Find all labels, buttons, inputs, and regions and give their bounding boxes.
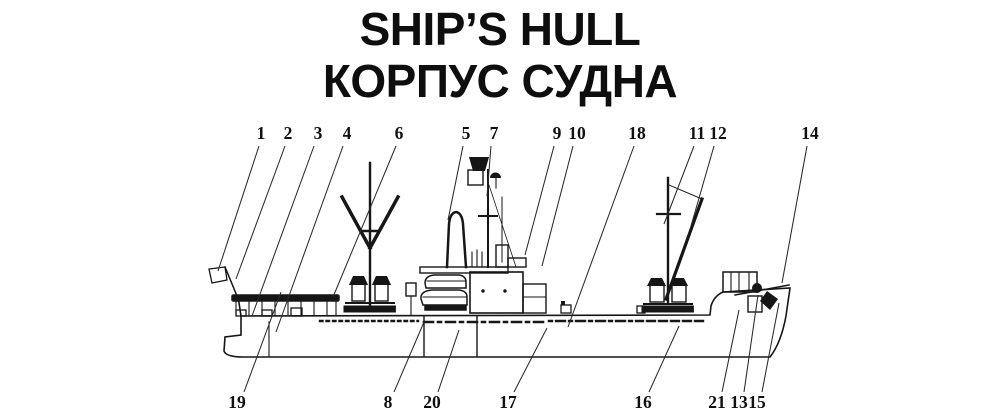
main-mast-assembly <box>467 157 517 268</box>
leader-line-14 <box>781 145 808 284</box>
hull-outline <box>223 287 791 358</box>
jackstaff-spar <box>734 284 790 296</box>
aft-derrick-boom-left <box>339 194 373 251</box>
fore-winch-cap-left <box>647 278 666 286</box>
radar-antenna-dome <box>490 172 501 178</box>
leader-line-7 <box>486 145 492 197</box>
leader-line-19 <box>243 291 282 393</box>
aft-winch-pedestal-right <box>374 283 389 302</box>
leader-line-20 <box>437 329 460 393</box>
poop-deckhouse-2 <box>261 309 273 317</box>
leader-line-9 <box>524 145 555 256</box>
callout-number-16: 16 <box>634 392 652 412</box>
leader-line-6 <box>332 145 397 298</box>
forecastle-ribs <box>730 271 750 293</box>
aft-mast-assembly <box>339 161 401 313</box>
leader-line-12 <box>690 145 715 227</box>
callout-number-2: 2 <box>284 123 293 143</box>
poop-deckhouse-1 <box>235 309 247 317</box>
leader-line-21 <box>721 309 740 393</box>
leader-line-17 <box>513 327 548 393</box>
callout-number-18: 18 <box>628 123 646 143</box>
deck-fitting-midhold <box>560 304 572 314</box>
aft-winch-cap-left <box>349 276 368 285</box>
callout-number-7: 7 <box>490 123 499 143</box>
porthole-2 <box>503 289 507 293</box>
bridge-deck-band <box>419 266 509 274</box>
lifeboat-lower <box>420 289 468 306</box>
callout-number-9: 9 <box>553 123 562 143</box>
porthole-1 <box>481 289 485 293</box>
deck-fitting-foredeck <box>636 305 646 314</box>
masthead-box <box>467 169 484 186</box>
radar-platform <box>469 157 489 171</box>
callout-number-13: 13 <box>730 392 748 412</box>
callout-number-6: 6 <box>395 123 404 143</box>
aft-winch-pedestal-left <box>351 283 366 302</box>
leader-line-10 <box>541 145 574 267</box>
fore-derrick-topping-lift <box>668 184 703 200</box>
wheelhouse-top-box <box>507 257 527 268</box>
deck-fitting-midhold-cap <box>561 301 565 305</box>
forecastle-structure <box>722 271 758 293</box>
stern-flagstaff <box>208 266 238 297</box>
aft-derrick-boom-right <box>367 194 401 251</box>
leader-line-2 <box>235 145 286 280</box>
fore-winch-cap-right <box>669 278 688 286</box>
callout-number-8: 8 <box>384 392 393 412</box>
callout-number-4: 4 <box>343 123 352 143</box>
fore-winch-pedestal-right <box>671 284 687 303</box>
ship-drawing <box>208 157 791 358</box>
leader-line-11 <box>663 145 695 225</box>
leader-line-16 <box>648 325 680 393</box>
callout-number-5: 5 <box>462 123 471 143</box>
fore-mast-assembly <box>641 176 705 313</box>
callout-number-21: 21 <box>708 392 726 412</box>
forward-davit-head <box>405 282 417 297</box>
funnel <box>445 210 468 269</box>
callout-number-15: 15 <box>748 392 766 412</box>
leader-line-4 <box>275 145 344 333</box>
leader-line-15 <box>761 302 780 393</box>
callout-number-17: 17 <box>499 392 517 412</box>
leader-line-18 <box>567 145 635 328</box>
callout-number-11: 11 <box>689 123 706 143</box>
callout-number-19: 19 <box>228 392 246 412</box>
leader-line-8 <box>393 321 425 393</box>
callout-number-14: 14 <box>801 123 819 143</box>
leader-line-13 <box>743 294 759 393</box>
fore-winch-pedestal-left <box>649 284 665 303</box>
bow-group <box>722 271 790 313</box>
flag-staff <box>224 266 238 297</box>
deckhouse-step-block <box>522 283 547 314</box>
callout-number-12: 12 <box>709 123 727 143</box>
hawse-box <box>747 295 763 313</box>
engine-room-vent-pipes <box>471 249 483 268</box>
anchor-icon <box>760 291 778 310</box>
lifeboat-upper <box>424 274 467 289</box>
callout-number-3: 3 <box>314 123 323 143</box>
leader-line-5 <box>447 145 464 221</box>
callout-number-10: 10 <box>568 123 586 143</box>
deckhouse-block <box>469 271 524 314</box>
stern-flag <box>208 266 228 284</box>
aft-winch-cap-right <box>372 276 391 285</box>
leader-line-3 <box>251 145 315 317</box>
poop-deckhouse-3 <box>290 307 303 317</box>
midship-superstructure <box>405 210 547 316</box>
anchor-windlass <box>752 283 762 293</box>
leader-line-1 <box>217 145 260 272</box>
deck-fittings <box>560 301 646 314</box>
callout-number-1: 1 <box>257 123 266 143</box>
callout-number-20: 20 <box>423 392 441 412</box>
